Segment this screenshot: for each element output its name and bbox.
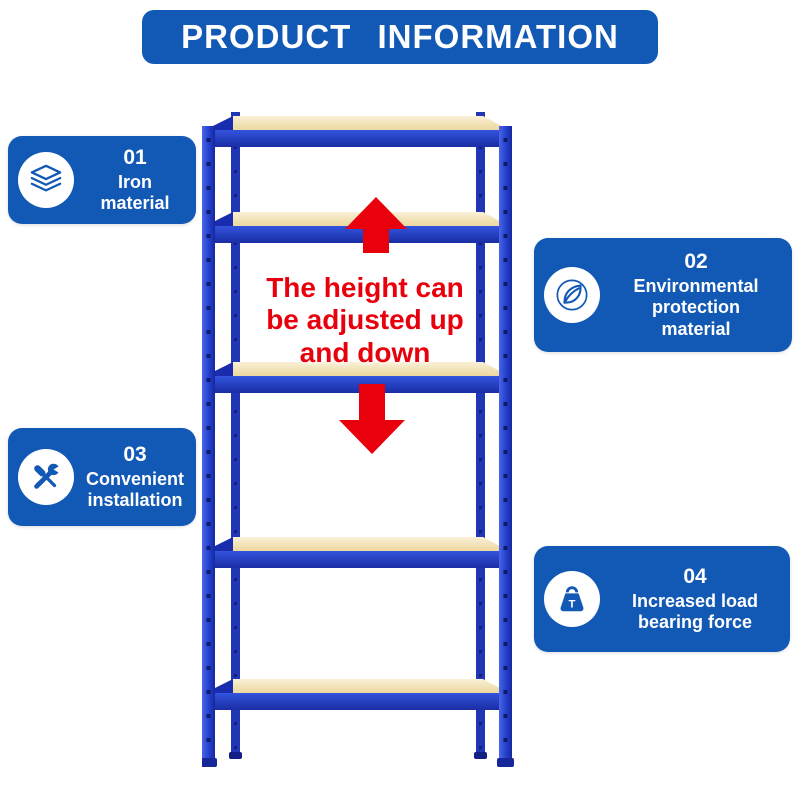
height-adjust-callout: The height can be adjusted up and down [240, 272, 490, 369]
weight-icon: T [544, 571, 600, 627]
tools-icon [18, 449, 74, 505]
feature-text: 01 Iron material [74, 146, 196, 214]
feature-card-iron-material: 01 Iron material [8, 136, 196, 224]
feature-card-environmental-material: 02 Environmental protection material [534, 238, 792, 352]
down-arrow-icon [339, 384, 405, 459]
layers-icon [18, 152, 74, 208]
feature-number: 03 [123, 442, 147, 466]
leaf-icon [544, 267, 600, 323]
callout-line-1: The height can [266, 272, 464, 303]
shelf-level-5 [205, 679, 509, 710]
post-feet [200, 752, 514, 767]
feature-text: 03 Convenient installation [74, 443, 196, 511]
feature-label: Increased load bearing force [631, 590, 759, 632]
up-arrow-icon [345, 197, 407, 258]
feature-text: 04 Increased load bearing force [600, 565, 790, 633]
feature-card-convenient-installation: 03 Convenient installation [8, 428, 196, 526]
page-title: PRODUCT INFORMATION [181, 18, 619, 55]
feature-number: 04 [683, 564, 707, 588]
feature-label: Iron material [100, 171, 170, 213]
shelf-level-4 [205, 537, 509, 568]
feature-card-load-bearing: T 04 Increased load bearing force [534, 546, 790, 652]
feature-number: 02 [684, 250, 708, 274]
feature-label: Convenient installation [85, 468, 184, 510]
weight-icon-letter: T [569, 599, 576, 611]
back-posts [231, 112, 485, 758]
feature-text: 02 Environmental protection material [600, 250, 792, 340]
callout-line-2: be adjusted up [266, 304, 464, 336]
shelving-unit-image [200, 110, 532, 772]
header-banner: PRODUCT INFORMATION [142, 10, 658, 64]
feature-number: 01 [123, 145, 147, 169]
callout-line-3: and down [299, 336, 431, 368]
feature-label: Environmental protection material [633, 276, 759, 339]
shelving-unit-svg [200, 112, 514, 767]
front-posts [202, 126, 512, 764]
shelf-level-1 [205, 116, 509, 147]
